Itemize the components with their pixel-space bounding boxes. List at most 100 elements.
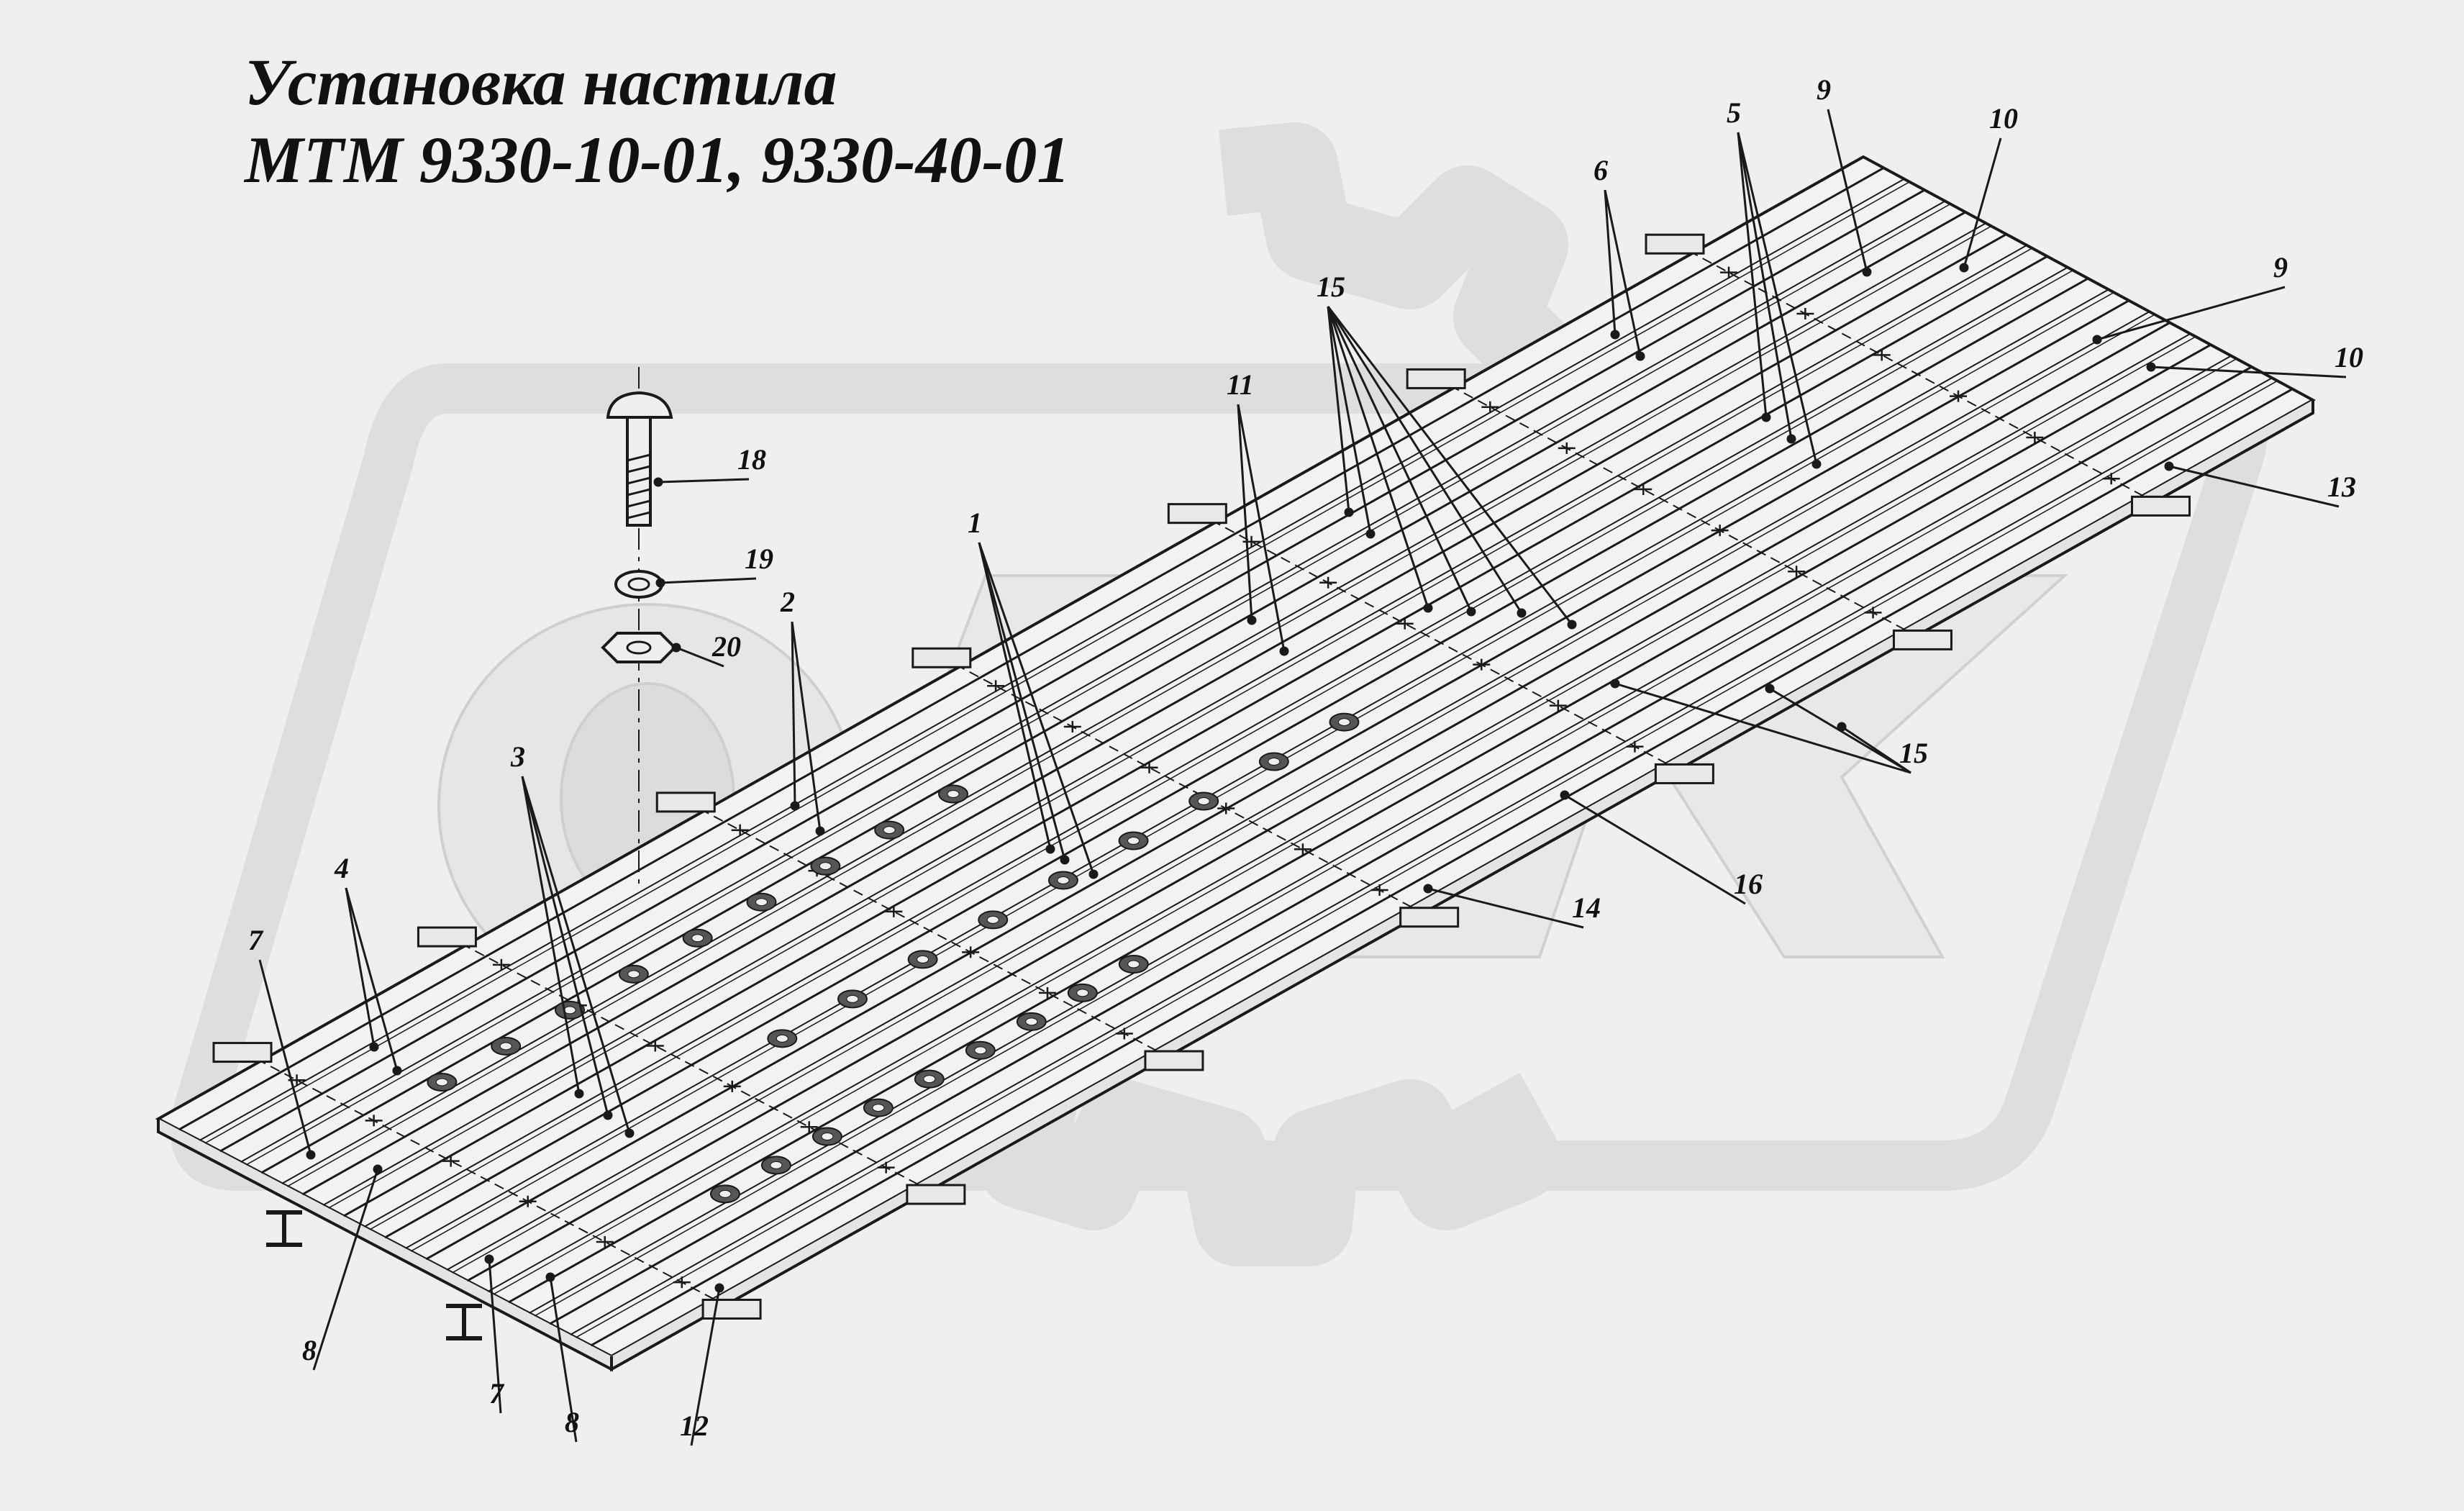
deck-board-groove [245, 203, 1951, 1166]
clamp-bolt-hole [1025, 1017, 1038, 1026]
callout-leader [676, 646, 724, 668]
callout-dot [1517, 608, 1527, 618]
fastener-mark [1626, 740, 1644, 753]
beam-end [1892, 629, 1952, 650]
fastener-mark [1319, 576, 1337, 589]
callout-9: 9 [2092, 251, 2288, 345]
beam-end [2131, 495, 2191, 517]
callout-leader [345, 887, 376, 1048]
callout-leader [2150, 366, 2347, 378]
fastener-mark [646, 1040, 664, 1052]
deck-board-groove [493, 336, 2196, 1295]
callout-8: 8 [545, 1272, 579, 1443]
callout-dot [1786, 434, 1796, 444]
callout-dot [306, 1150, 316, 1160]
nut [601, 632, 677, 663]
clamp-bolt-hole [923, 1075, 936, 1084]
fastener-mark [1950, 390, 1968, 402]
callout-dot [1423, 603, 1433, 613]
fastener-mark [1115, 1027, 1133, 1040]
callout-leader [521, 776, 631, 1134]
clamp-bolt-hole [917, 955, 929, 963]
fastener-mark [1217, 802, 1235, 815]
callout-dot [2092, 335, 2102, 345]
callout-1: 1 [968, 507, 1099, 879]
callout-11: 11 [1227, 368, 1289, 656]
beam-end [417, 926, 477, 948]
callout-label-10: 10 [1989, 102, 2018, 135]
fastener-mark [1720, 266, 1738, 278]
fastener-mark [1140, 761, 1158, 773]
clamp-bolt-hole [691, 934, 704, 943]
callout-18: 18 [653, 443, 766, 487]
cross-beam [1674, 242, 2161, 507]
clamp-bolt-hole [1127, 960, 1140, 968]
callout-dot [671, 643, 681, 653]
callout-leader [2096, 286, 2286, 341]
callout-dot [1567, 620, 1577, 630]
fastener-mark [1558, 442, 1576, 454]
callout-leader [1614, 682, 1911, 774]
callout-label-13: 13 [2327, 471, 2356, 503]
callout-dot [1466, 607, 1476, 617]
callout-label-15: 15 [1317, 271, 1345, 303]
deck-board-seam [590, 388, 2293, 1347]
bolt-thread [627, 453, 651, 519]
callout-leader [2168, 465, 2340, 508]
callout-label-5: 5 [1727, 96, 1741, 129]
deck-board-groove [328, 248, 2033, 1209]
fastener-mark [1788, 566, 1806, 578]
beam-end [655, 791, 716, 813]
clamp-bolt-hole [974, 1046, 987, 1055]
bolt-assembly [601, 367, 677, 885]
callout-dot [1279, 646, 1289, 656]
clamp-bolt-hole [755, 898, 768, 907]
clamp-bolt-hole [719, 1189, 732, 1198]
fastener-mark [1242, 535, 1260, 548]
callout-dot [1811, 459, 1822, 469]
callout-20: 20 [671, 630, 741, 668]
callout-leader [1827, 109, 1868, 273]
clamp-bolt-hole [821, 1132, 834, 1140]
clamp-bolt-hole [1197, 797, 1210, 806]
cross-beam [1196, 512, 1685, 774]
fastener-mark [1481, 401, 1499, 413]
fastener-mark [877, 1161, 895, 1174]
clamp-bolt-hole [776, 1034, 788, 1043]
callout-12: 12 [680, 1283, 724, 1446]
callout-dot [1837, 722, 1847, 732]
callout-4: 4 [334, 852, 402, 1076]
deck-board-seam [260, 211, 1966, 1174]
callout-9: 9 [1817, 73, 1872, 277]
callout-10: 10 [1959, 102, 2018, 273]
clamp-bolt-hole [1268, 758, 1281, 766]
cross-beam [242, 1051, 732, 1310]
fastener-mark [442, 1155, 460, 1167]
callout-leader [258, 959, 312, 1156]
callout-8: 8 [302, 1164, 383, 1371]
callout-leader [549, 1276, 578, 1443]
callout-label-1: 1 [968, 507, 982, 539]
callout-14: 14 [1423, 884, 1601, 929]
callout-dot [1423, 884, 1433, 894]
callout-leader [690, 1287, 721, 1446]
callout-dot [2146, 362, 2156, 372]
callout-dot [2164, 461, 2174, 471]
callout-label-12: 12 [680, 1410, 709, 1442]
clamp-bolt-hole [872, 1104, 885, 1112]
fastener-mark [2026, 431, 2044, 443]
callout-leader [1237, 404, 1253, 621]
deck-board-seam [446, 311, 2150, 1271]
fastener-mark [1294, 843, 1311, 856]
callout-leader [1327, 306, 1523, 614]
callout-label-20: 20 [712, 630, 741, 663]
bolt-head [606, 391, 673, 419]
callout-dot [369, 1042, 379, 1052]
beam-end [701, 1298, 762, 1320]
deck-board-seam [466, 322, 2170, 1282]
callout-leader [1327, 306, 1429, 609]
callout-label-3: 3 [510, 740, 525, 773]
callout-leader [1604, 189, 1642, 357]
nut-hole [626, 640, 652, 655]
